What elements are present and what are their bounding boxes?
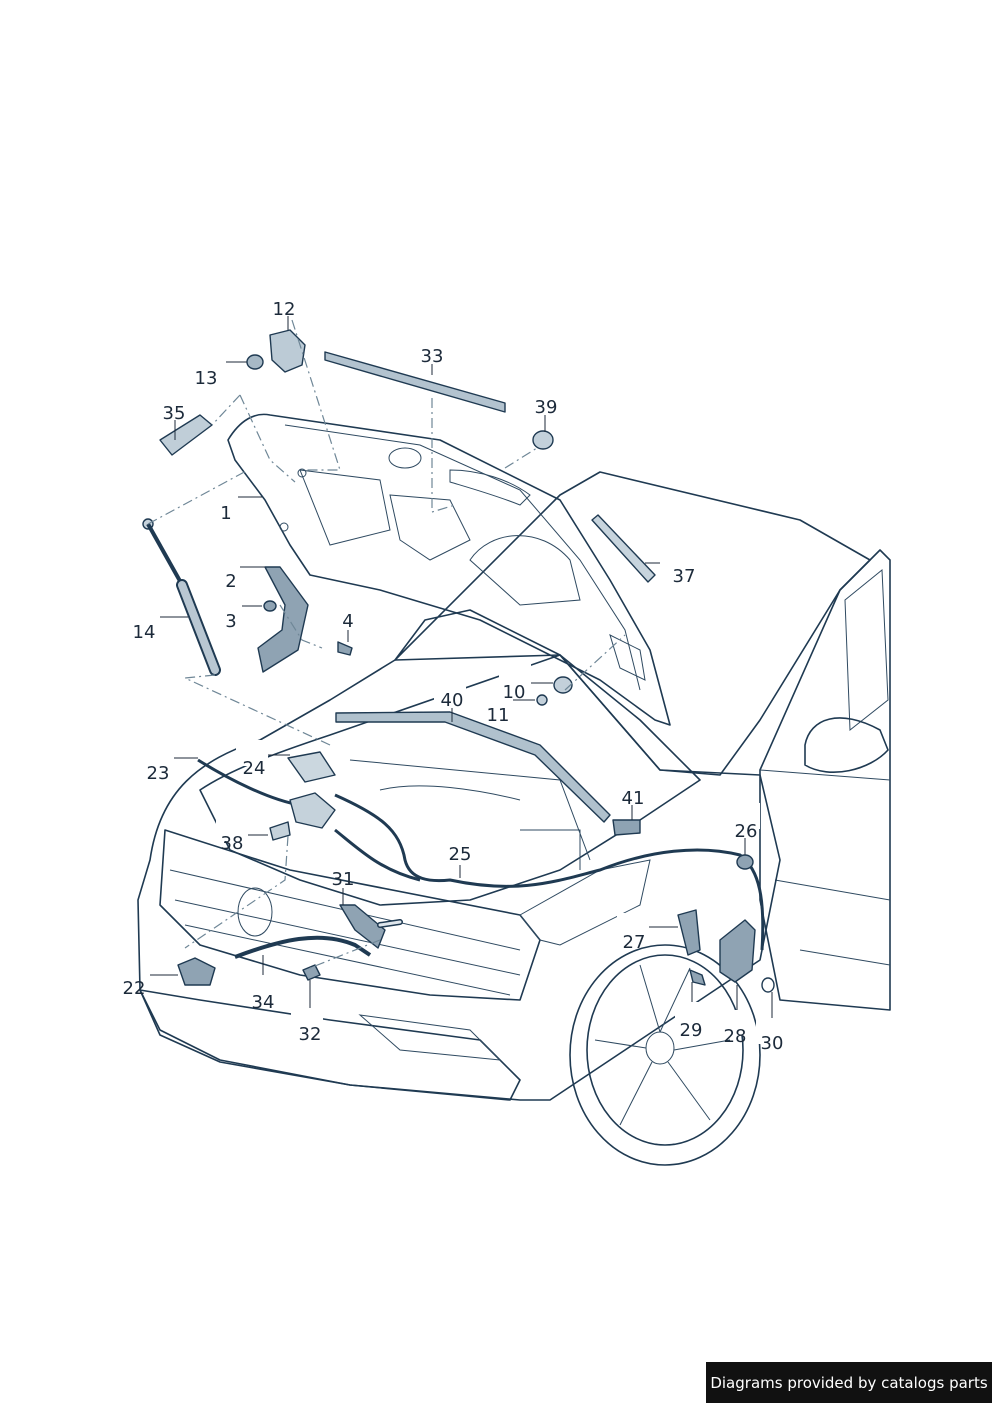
part-3-nut: [263, 600, 277, 612]
callout-38: 38: [221, 833, 244, 854]
front-wheel: [569, 944, 761, 1166]
callout-2: 2: [225, 571, 236, 592]
windshield: [394, 471, 871, 776]
part-11-buffer: [536, 694, 548, 706]
callout-33: 33: [421, 346, 444, 367]
side-body: [759, 549, 891, 1011]
callout-29: 29: [680, 1020, 703, 1041]
part-12-bracket: [269, 329, 306, 373]
part-40-seal: [335, 711, 611, 823]
part-2-hinge: [257, 566, 309, 673]
callout-40: 40: [441, 690, 464, 711]
callout-10: 10: [503, 682, 526, 703]
badge: [237, 887, 273, 937]
side-window: [844, 568, 889, 732]
callout-31: 31: [332, 869, 355, 890]
front-bumper: [139, 989, 521, 1101]
callout-12: 12: [273, 299, 296, 320]
part-13-grommet: [246, 354, 264, 370]
credit-banner: Diagrams provided by catalogs parts: [706, 1362, 992, 1403]
callout-28: 28: [724, 1026, 747, 1047]
callout-14: 14: [133, 622, 156, 643]
hood-panel: [227, 413, 671, 726]
callout-41: 41: [622, 788, 645, 809]
callout-23: 23: [147, 763, 170, 784]
hood-lock: [289, 792, 336, 829]
part-14-gas-strut: [142, 518, 221, 676]
part-29-screw: [689, 969, 706, 986]
part-28-latch: [719, 919, 756, 983]
part-39-bump-stop: [532, 430, 554, 450]
callout-13: 13: [195, 368, 218, 389]
part-38-catch: [269, 821, 291, 841]
callout-34: 34: [252, 992, 275, 1013]
part-26-grommet: [736, 854, 754, 870]
part-30-cap: [761, 977, 775, 993]
callout-24: 24: [243, 758, 266, 779]
callout-25: 25: [449, 844, 472, 865]
part-24-lock-plate: [287, 751, 336, 783]
callout-39: 39: [535, 397, 558, 418]
callout-27: 27: [623, 932, 646, 953]
part-32-screw: [302, 964, 321, 981]
callout-1: 1: [220, 503, 231, 524]
callout-4: 4: [342, 611, 353, 632]
part-34-rod: [234, 935, 372, 959]
assembly-lines: [147, 319, 626, 969]
part-33-seal: [324, 351, 506, 413]
part-22-bracket: [177, 957, 216, 986]
callout-26: 26: [735, 821, 758, 842]
callout-35: 35: [163, 403, 186, 424]
callout-3: 3: [225, 611, 236, 632]
callout-11: 11: [487, 705, 510, 726]
part-31-release: [339, 904, 386, 949]
callout-22: 22: [123, 978, 146, 999]
grille: [159, 829, 541, 1001]
part-41-bracket: [612, 819, 641, 836]
part-27-handle: [677, 909, 701, 956]
callout-labels: 12 13 33 39 35 1 37 2 3 4 14 10 40 11 24…: [123, 299, 788, 1054]
part-37-seal: [591, 514, 656, 583]
side-mirror: [804, 717, 889, 773]
callout-30: 30: [761, 1033, 784, 1054]
part-4-bolt: [337, 641, 353, 656]
callout-37: 37: [673, 566, 696, 587]
callout-32: 32: [299, 1024, 322, 1045]
part-10-buffer: [553, 676, 573, 694]
car-body: [137, 471, 891, 1166]
